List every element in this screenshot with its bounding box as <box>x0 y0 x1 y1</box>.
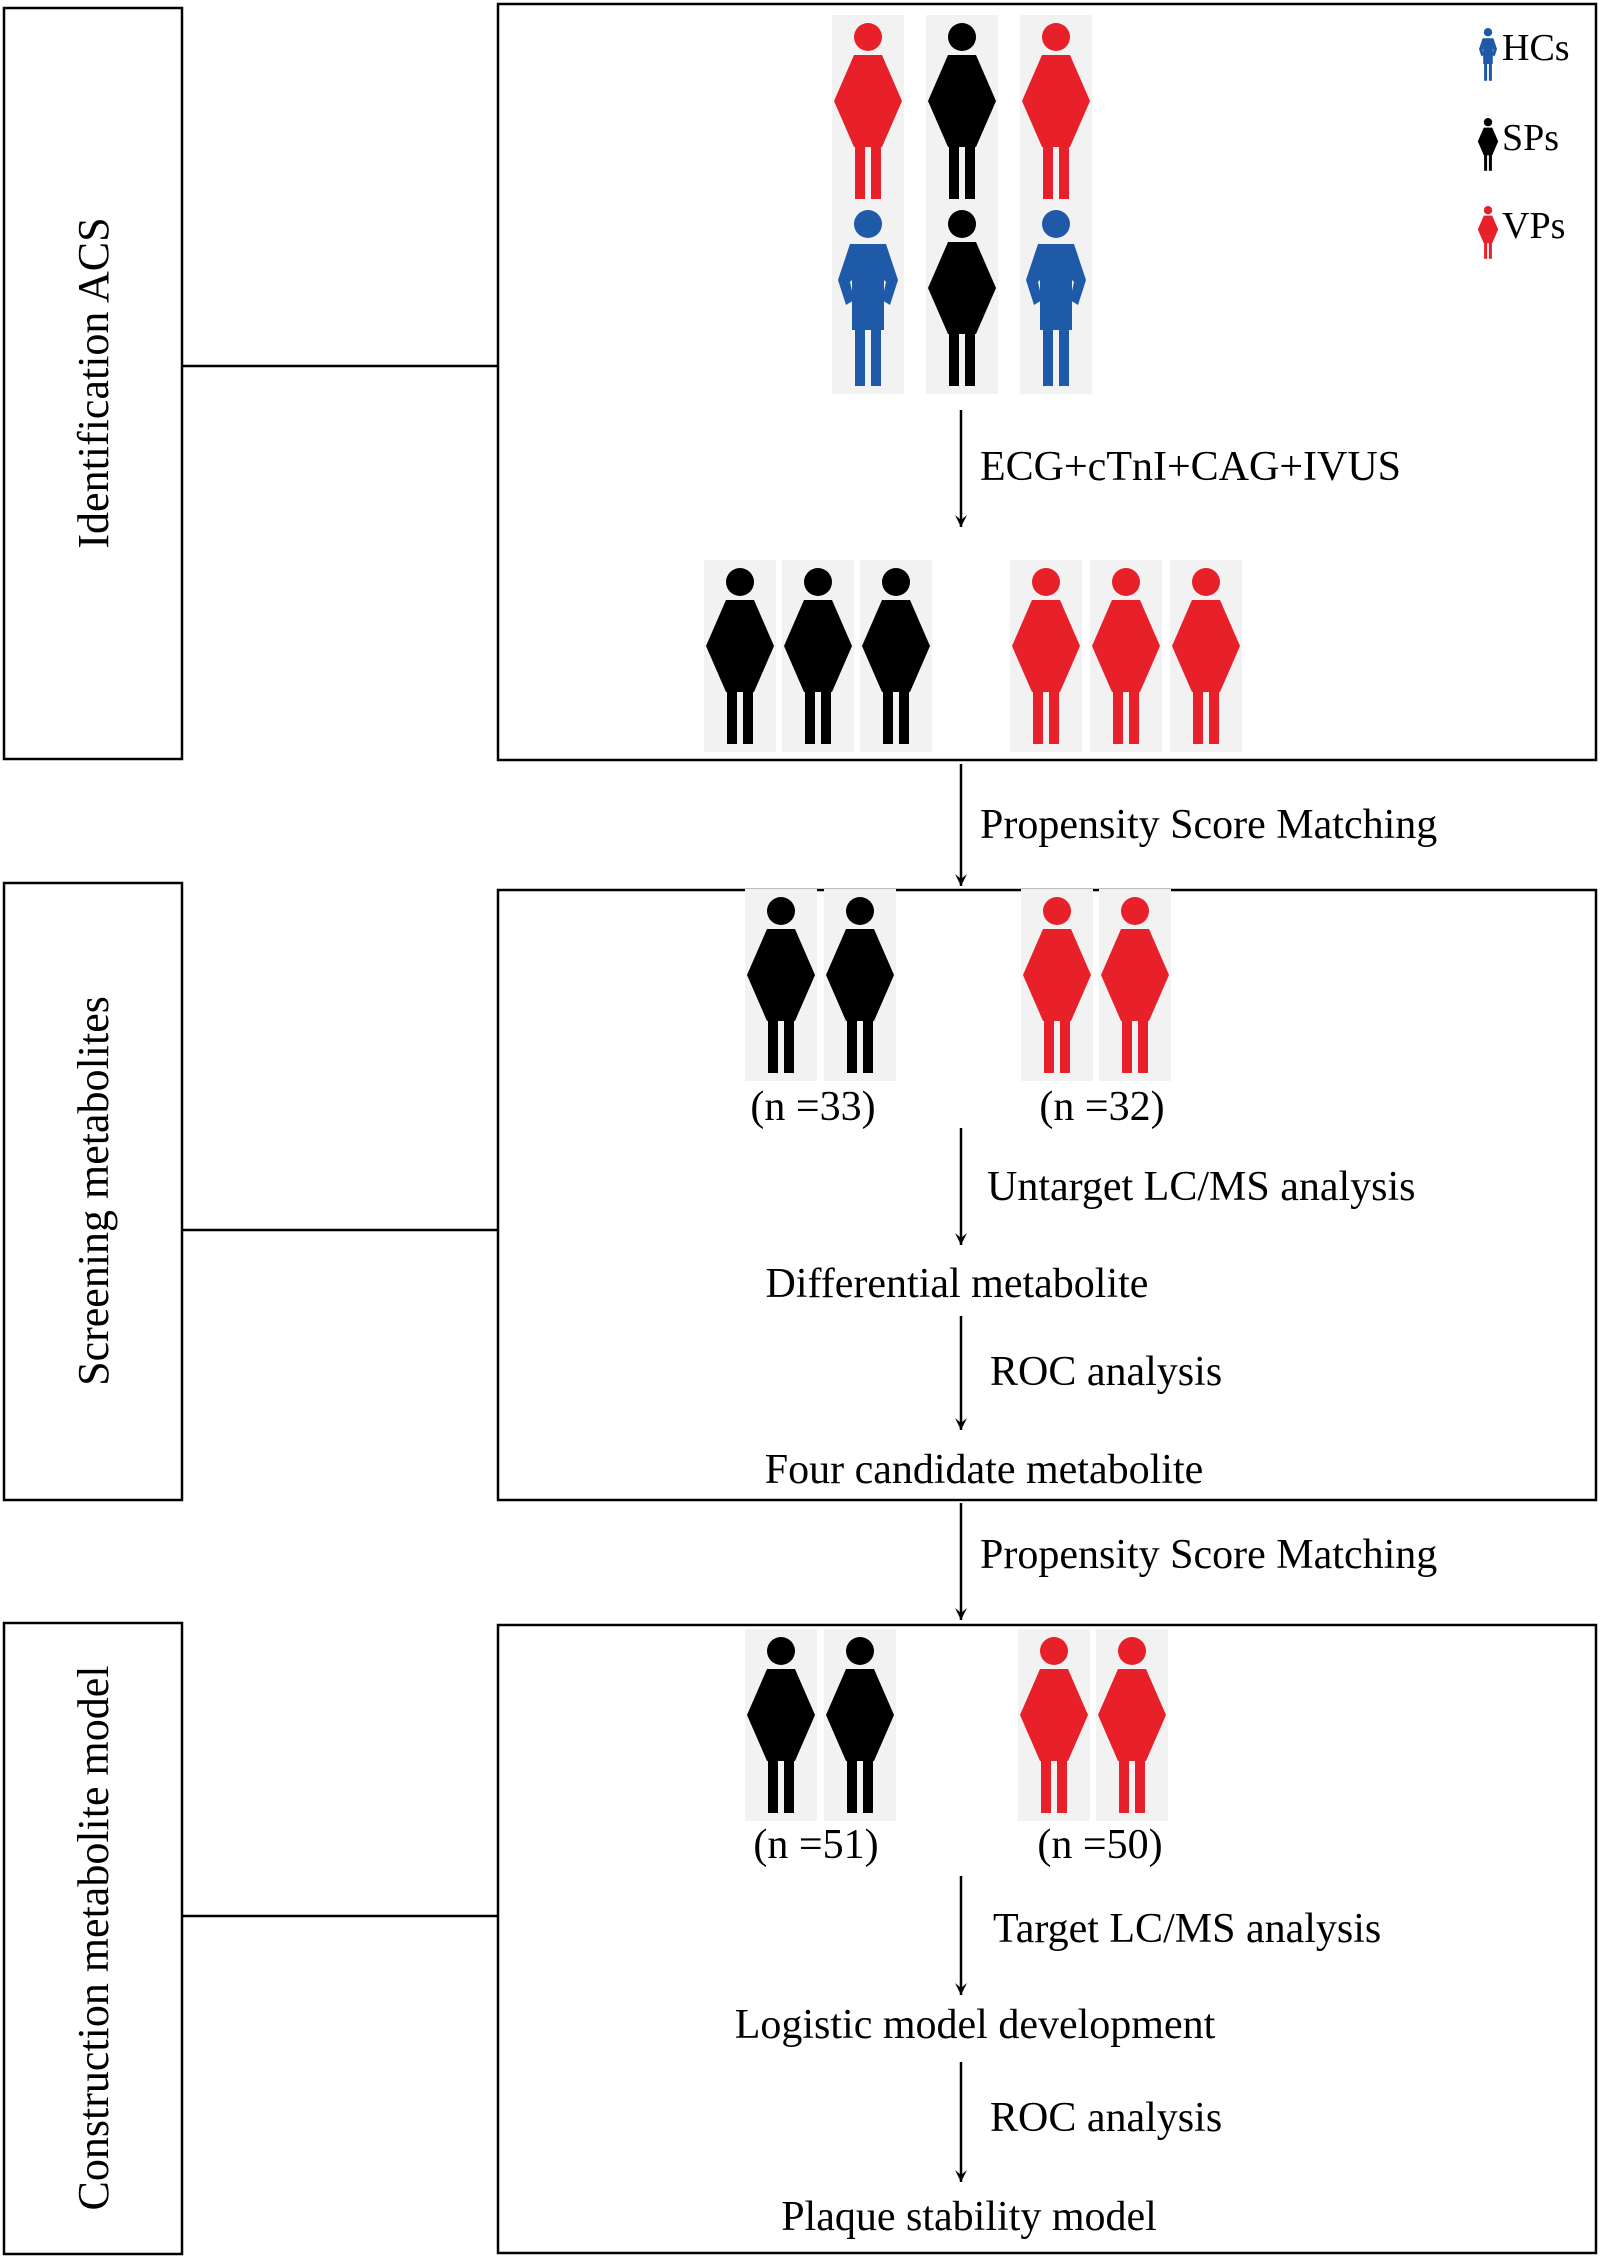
legend: HCs SPs VPs <box>1477 27 1570 259</box>
legend-sp-icon-shape <box>1477 118 1499 171</box>
step-psm-1: Propensity Score Matching <box>980 802 1437 848</box>
count-model-vp: (n =50) <box>1037 1822 1162 1868</box>
step-identification-methods: ECG+cTnI+CAG+IVUS <box>980 444 1401 490</box>
stage-label-construction: Construction metabolite model <box>69 1665 118 2210</box>
person-sp-icon <box>926 15 998 207</box>
legend-hc-label: HCs <box>1502 27 1570 69</box>
stage-box-identification: Identification ACS <box>2 6 184 761</box>
step-differential-metabolite: Differential metabolite <box>766 1261 1149 1307</box>
stage-label-screening: Screening metabolites <box>69 996 118 1386</box>
person-vp-icon <box>1170 560 1242 752</box>
person-sp-icon <box>860 560 932 752</box>
person-sp-icon <box>824 1629 896 1821</box>
person-sp-icon <box>782 560 854 752</box>
legend-vp-icon-shape <box>1477 206 1499 259</box>
step-target-lcms: Target LC/MS analysis <box>993 1906 1381 1952</box>
content-box-construction <box>496 1623 1598 2255</box>
person-vp-icon <box>1090 560 1162 752</box>
legend-hc-icon-shape <box>1479 28 1497 81</box>
legend-sp-label: SPs <box>1502 117 1559 159</box>
step-logistic-model: Logistic model development <box>735 2002 1216 2048</box>
person-sp-icon <box>704 560 776 752</box>
person-vp-icon <box>1010 560 1082 752</box>
stage-label-identification: Identification ACS <box>69 217 118 548</box>
legend-hc-icon <box>1479 28 1497 81</box>
step-untarget-lcms: Untarget LC/MS analysis <box>987 1164 1416 1210</box>
person-sp-icon <box>745 1629 817 1821</box>
person-sp-icon <box>926 202 998 394</box>
legend-vp-icon <box>1477 206 1499 259</box>
step-plaque-model: Plaque stability model <box>781 2194 1157 2240</box>
legend-sp-icon <box>1477 118 1499 171</box>
step-four-candidate: Four candidate metabolite <box>765 1447 1204 1493</box>
count-screening-sp: (n =33) <box>750 1084 875 1130</box>
person-vp-icon <box>1021 889 1093 1081</box>
count-model-sp: (n =51) <box>753 1822 878 1868</box>
person-vp-icon <box>1020 15 1092 207</box>
person-vp-icon <box>832 15 904 207</box>
stage-box-screening: Screening metabolites <box>2 881 184 1502</box>
person-hc-icon <box>1020 202 1092 394</box>
people-icons <box>704 15 1242 1821</box>
person-vp-icon <box>1096 1629 1168 1821</box>
stage-box-construction: Construction metabolite model <box>2 1621 184 2256</box>
person-sp-icon <box>745 889 817 1081</box>
content-box-identification <box>496 2 1598 762</box>
step-roc-1: ROC analysis <box>990 1349 1222 1395</box>
person-vp-icon <box>1018 1629 1090 1821</box>
count-screening-vp: (n =32) <box>1039 1084 1164 1130</box>
step-roc-2: ROC analysis <box>990 2095 1222 2141</box>
person-vp-icon <box>1099 889 1171 1081</box>
person-sp-icon <box>824 889 896 1081</box>
step-psm-2: Propensity Score Matching <box>980 1532 1437 1578</box>
legend-vp-label: VPs <box>1502 205 1565 247</box>
person-hc-icon <box>832 202 904 394</box>
